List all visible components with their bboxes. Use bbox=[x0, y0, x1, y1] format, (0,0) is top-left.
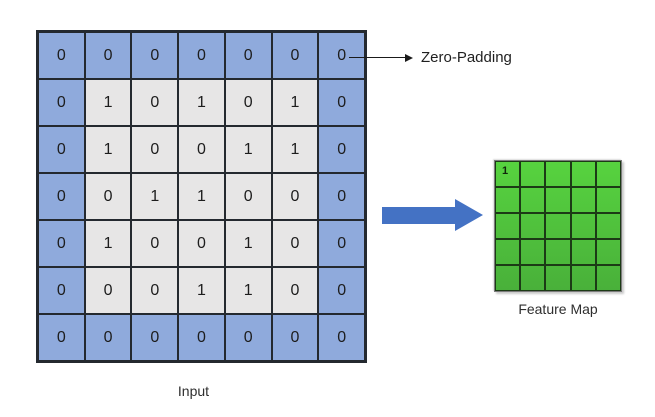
feature-cell-r3c0 bbox=[495, 239, 521, 265]
input-cell-r4c2: 0 bbox=[131, 220, 179, 267]
input-cell-r6c3: 0 bbox=[178, 314, 225, 361]
input-cell-r0c3: 0 bbox=[178, 32, 225, 79]
input-cell-r5c3: 1 bbox=[178, 267, 225, 314]
input-cell-r4c3: 0 bbox=[178, 220, 225, 267]
input-cell-r4c6: 0 bbox=[318, 220, 365, 267]
input-cell-r5c0: 0 bbox=[38, 267, 85, 314]
feature-cell-r4c2 bbox=[545, 265, 571, 291]
feature-cell-r2c0 bbox=[495, 213, 521, 239]
feature-cell-r4c1 bbox=[520, 265, 546, 291]
input-cell-r3c1: 0 bbox=[84, 173, 132, 220]
input-cell-r4c1: 1 bbox=[84, 220, 132, 267]
input-cell-r3c2: 1 bbox=[131, 173, 179, 220]
feature-cell-r0c2 bbox=[545, 161, 571, 187]
input-cell-r0c5: 0 bbox=[271, 32, 319, 79]
input-cell-r5c6: 0 bbox=[318, 267, 365, 314]
input-cell-r2c3: 0 bbox=[178, 126, 225, 173]
input-cell-r2c4: 1 bbox=[224, 126, 272, 173]
arrow-head bbox=[455, 199, 483, 231]
input-cell-r0c4: 0 bbox=[224, 32, 272, 79]
feature-cell-r3c4 bbox=[595, 239, 621, 265]
input-cell-r1c4: 0 bbox=[224, 79, 272, 126]
feature-cell-r4c4 bbox=[595, 265, 621, 291]
feature-cell-r1c2 bbox=[545, 187, 571, 213]
input-cell-r4c5: 0 bbox=[271, 220, 319, 267]
feature-cell-r2c1 bbox=[520, 213, 546, 239]
feature-cell-r1c1 bbox=[520, 187, 546, 213]
feature-cell-r0c0: 1 bbox=[495, 161, 521, 187]
convolution-arrow-icon bbox=[382, 199, 483, 231]
input-cell-r2c1: 1 bbox=[84, 126, 132, 173]
zero-padding-callout: Zero-Padding bbox=[349, 49, 512, 66]
input-cell-r5c2: 0 bbox=[131, 267, 179, 314]
input-cell-r0c2: 0 bbox=[131, 32, 179, 79]
feature-cell-r3c3 bbox=[570, 239, 596, 265]
input-cell-r1c1: 1 bbox=[84, 79, 132, 126]
feature-cell-r1c4 bbox=[595, 187, 621, 213]
input-cell-r2c2: 0 bbox=[131, 126, 179, 173]
feature-cell-r4c0 bbox=[495, 265, 521, 291]
input-cell-r3c5: 0 bbox=[271, 173, 319, 220]
input-cell-r1c3: 1 bbox=[178, 79, 225, 126]
input-cell-r0c1: 0 bbox=[84, 32, 132, 79]
feature-cell-r4c3 bbox=[570, 265, 596, 291]
input-cell-r1c0: 0 bbox=[38, 79, 85, 126]
input-cell-r6c4: 0 bbox=[224, 314, 272, 361]
input-cell-r6c2: 0 bbox=[131, 314, 179, 361]
feature-cell-r3c1 bbox=[520, 239, 546, 265]
feature-cell-r0c3 bbox=[570, 161, 596, 187]
arrow-shaft bbox=[382, 206, 455, 224]
input-cell-r1c5: 1 bbox=[271, 79, 319, 126]
feature-cell-r1c0 bbox=[495, 187, 521, 213]
input-cell-r3c4: 0 bbox=[224, 173, 272, 220]
input-cell-r6c0: 0 bbox=[38, 314, 85, 361]
input-cell-r2c0: 0 bbox=[38, 126, 85, 173]
input-cell-r0c0: 0 bbox=[38, 32, 85, 79]
input-cell-r2c6: 0 bbox=[318, 126, 365, 173]
feature-cell-r2c2 bbox=[545, 213, 571, 239]
feature-map-label: Feature Map bbox=[518, 301, 598, 317]
zero-padding-label: Zero-Padding bbox=[421, 49, 512, 66]
input-cell-r1c2: 0 bbox=[131, 79, 179, 126]
feature-cell-r3c2 bbox=[545, 239, 571, 265]
feature-cell-r0c1 bbox=[520, 161, 546, 187]
input-cell-r3c3: 1 bbox=[178, 173, 225, 220]
feature-cell-r0c4 bbox=[595, 161, 621, 187]
input-cell-r6c1: 0 bbox=[84, 314, 132, 361]
feature-map-grid: 1 bbox=[494, 160, 622, 292]
input-cell-r3c0: 0 bbox=[38, 173, 85, 220]
input-cell-r2c5: 1 bbox=[271, 126, 319, 173]
input-cell-r6c6: 0 bbox=[318, 314, 365, 361]
feature-cell-r1c3 bbox=[570, 187, 596, 213]
feature-cell-r2c4 bbox=[595, 213, 621, 239]
callout-line bbox=[349, 56, 405, 59]
input-cell-r1c6: 0 bbox=[318, 79, 365, 126]
input-cell-r5c4: 1 bbox=[224, 267, 272, 314]
input-cell-r5c5: 0 bbox=[271, 267, 319, 314]
input-grid-label: Input bbox=[177, 383, 210, 399]
input-cell-r4c0: 0 bbox=[38, 220, 85, 267]
callout-arrowhead-icon bbox=[405, 53, 413, 62]
input-cell-r6c5: 0 bbox=[271, 314, 319, 361]
input-cell-r4c4: 1 bbox=[224, 220, 272, 267]
input-cell-r0c6: 0 bbox=[318, 32, 365, 79]
input-cell-r3c6: 0 bbox=[318, 173, 365, 220]
feature-cell-r2c3 bbox=[570, 213, 596, 239]
input-cell-r5c1: 0 bbox=[84, 267, 132, 314]
